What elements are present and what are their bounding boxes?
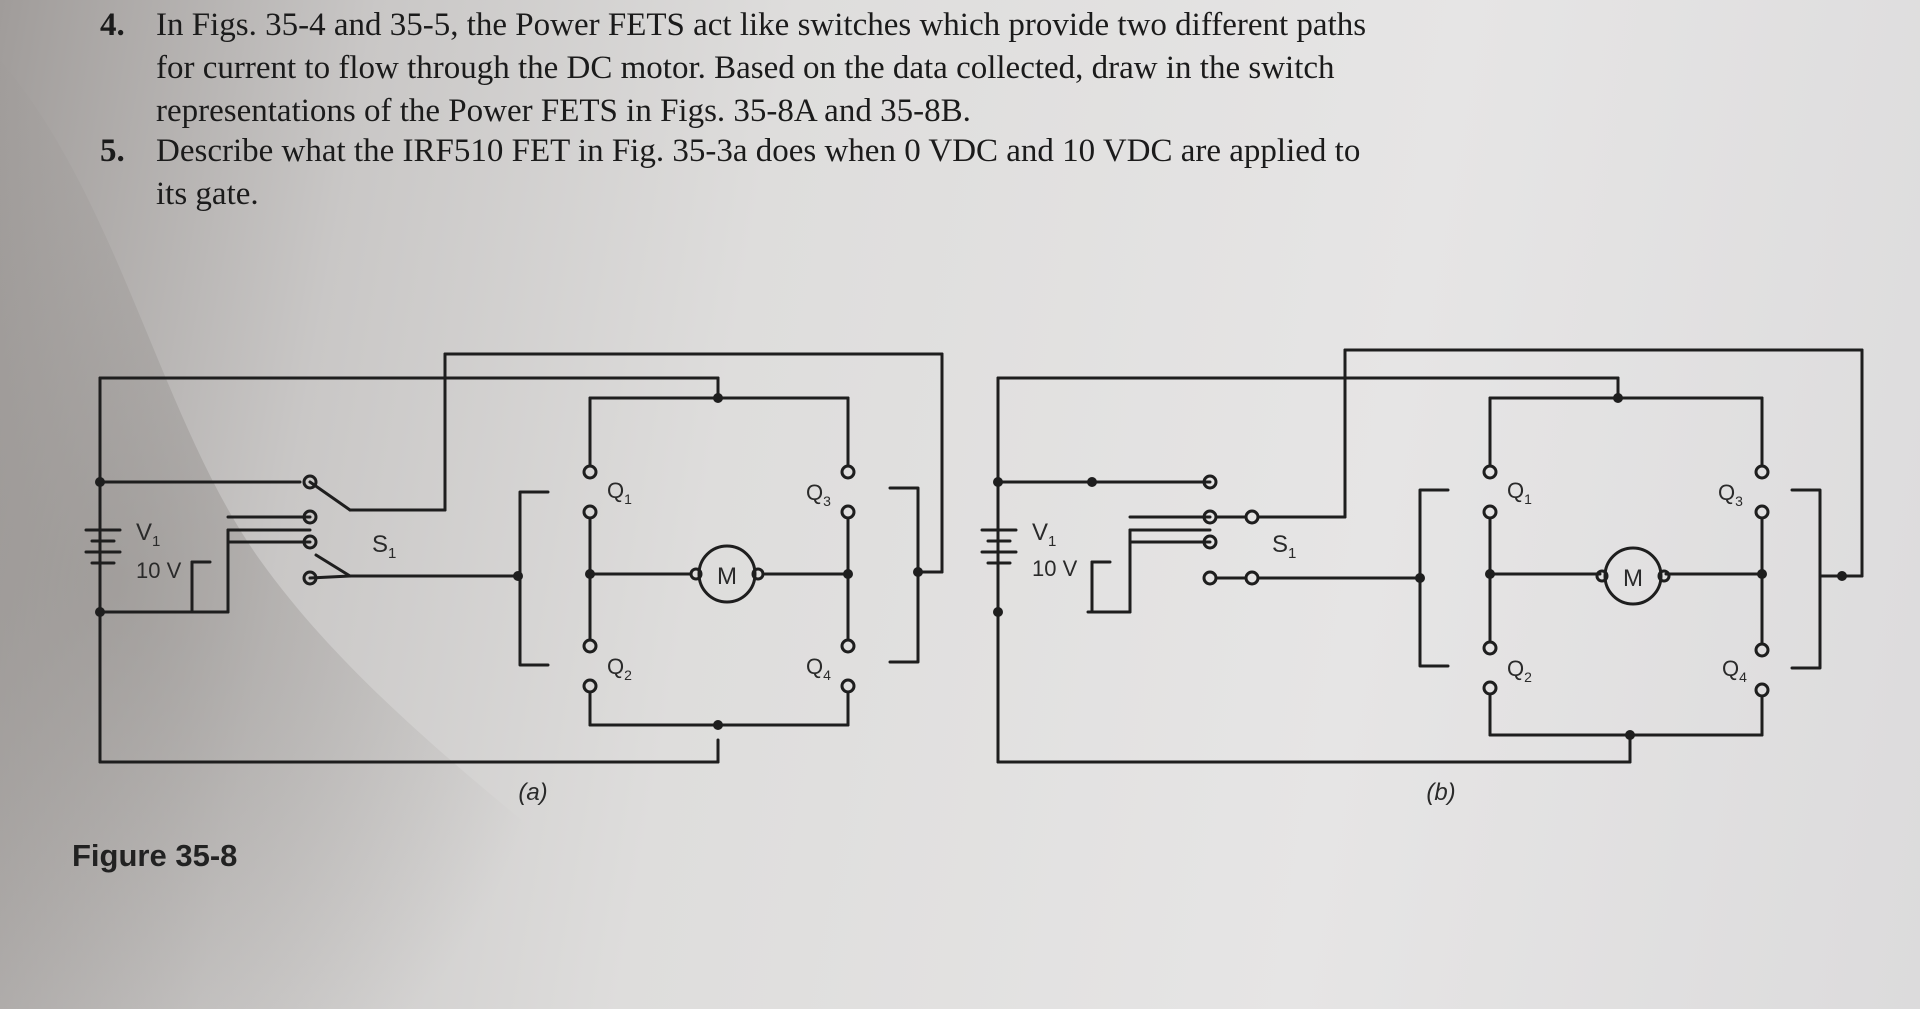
motor-label: M (717, 563, 737, 590)
battery-v1-a (84, 480, 122, 614)
source-subscript: 1 (1048, 533, 1056, 550)
figure-label: Figure 35-8 (72, 838, 238, 873)
junction-dots (95, 393, 1847, 740)
svg-text:S1: S1 (372, 531, 396, 562)
question-number: 5. (100, 133, 125, 169)
source-value: 10 V (136, 558, 182, 583)
switch-s1-a (302, 474, 520, 586)
switch-s1-b (1202, 474, 1420, 586)
q4-subscript: 4 (823, 667, 831, 683)
labels-a: V1 10 V S1 Q1 Q3 Q2 Q4 M (a) (136, 478, 831, 806)
circuit-b (980, 348, 1864, 764)
q3-subscript: 3 (823, 493, 831, 509)
question-text-line: In Figs. 35-4 and 35-5, the Power FETS a… (156, 7, 1367, 43)
labels-b: V1 10 V S1 Q1 Q3 Q2 Q4 M (b) (1032, 478, 1747, 806)
q1-label: Q (1507, 478, 1524, 503)
q1-subscript: 1 (624, 491, 632, 507)
q2-subscript: 2 (1524, 669, 1532, 685)
svg-text:Q4: Q4 (806, 654, 831, 683)
q4-subscript: 4 (1739, 669, 1747, 685)
q4-label: Q (1722, 656, 1739, 681)
question-number: 4. (100, 7, 125, 43)
svg-text:V1: V1 (136, 519, 160, 550)
switch-label: S (1272, 531, 1288, 558)
q3-subscript: 3 (1735, 493, 1743, 509)
source-value: 10 V (1032, 556, 1078, 581)
q1-subscript: 1 (1524, 491, 1532, 507)
question-text-line: its gate. (156, 176, 259, 212)
switch-label: S (372, 531, 388, 558)
question-text-line: Describe what the IRF510 FET in Fig. 35-… (156, 133, 1361, 169)
switch-subscript: 1 (388, 545, 396, 562)
q2-label: Q (1507, 656, 1524, 681)
svg-text:Q1: Q1 (607, 478, 632, 507)
motor-label: M (1623, 565, 1643, 592)
panel-caption: (b) (1426, 779, 1455, 806)
motor-b (1595, 546, 1671, 606)
q3-label: Q (1718, 480, 1735, 505)
svg-text:Q2: Q2 (1507, 656, 1532, 685)
source-label: V (1032, 519, 1048, 546)
svg-text:Q1: Q1 (1507, 478, 1532, 507)
question-text-line: for current to flow through the DC motor… (156, 50, 1335, 86)
q1-label: Q (607, 478, 624, 503)
switch-subscript: 1 (1288, 545, 1296, 562)
svg-text:S1: S1 (1272, 531, 1296, 562)
svg-text:Q3: Q3 (806, 480, 831, 509)
circuit-a (84, 352, 944, 764)
svg-text:Q3: Q3 (1718, 480, 1743, 509)
q2-label: Q (607, 654, 624, 679)
source-label: V (136, 519, 152, 546)
question-text-line: representations of the Power FETS in Fig… (156, 93, 971, 129)
svg-text:Q2: Q2 (607, 654, 632, 683)
q3-label: Q (806, 480, 823, 505)
panel-caption: (a) (518, 779, 547, 806)
q2-subscript: 2 (624, 667, 632, 683)
svg-text:V1: V1 (1032, 519, 1056, 550)
q4-label: Q (806, 654, 823, 679)
svg-text:Q4: Q4 (1722, 656, 1747, 685)
source-subscript: 1 (152, 533, 160, 550)
motor-a (689, 544, 765, 604)
